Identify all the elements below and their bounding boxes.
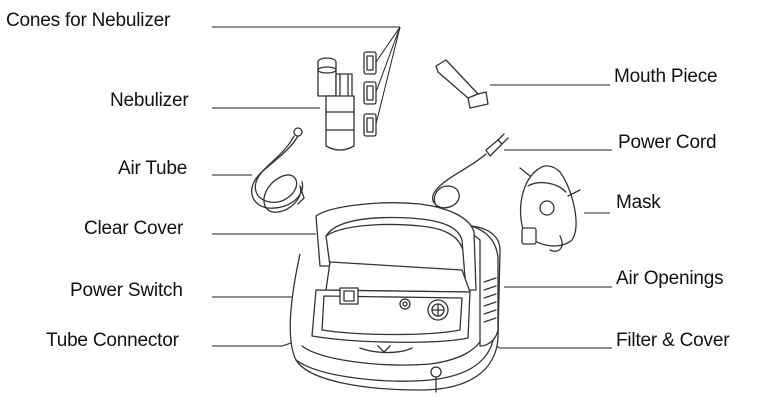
label-nebulizer: Nebulizer	[110, 90, 189, 111]
cones-drawing	[363, 51, 377, 137]
label-tube-connector: Tube Connector	[46, 330, 179, 351]
mask-drawing	[519, 165, 581, 252]
label-power-switch: Power Switch	[70, 280, 183, 301]
label-air-tube: Air Tube	[118, 158, 188, 179]
nebulizer-drawing	[317, 57, 355, 151]
label-air-openings: Air Openings	[616, 268, 724, 289]
label-filter-and-cover: Filter & Cover	[616, 330, 730, 351]
label-mask: Mask	[616, 192, 661, 213]
power-cord-drawing	[413, 133, 509, 213]
air-tube-drawing	[251, 127, 305, 213]
mouth-piece-drawing	[435, 59, 489, 109]
label-mouth-piece: Mouth Piece	[614, 66, 718, 87]
label-power-cord: Power Cord	[618, 132, 717, 153]
compressor-unit-drawing	[289, 202, 501, 393]
label-cones-for-nebulizer: Cones for Nebulizer	[6, 10, 171, 31]
label-clear-cover: Clear Cover	[84, 218, 184, 239]
